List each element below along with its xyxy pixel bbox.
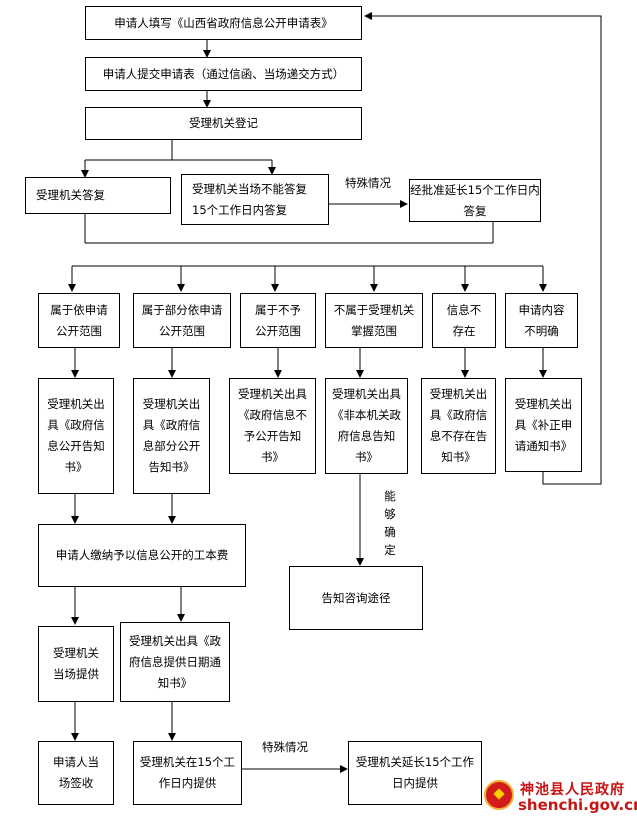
notice-not-exist: 受理机关出具《政府信息不存在告知书》: [421, 378, 496, 474]
label-special-case-1: 特殊情况: [345, 176, 391, 190]
step-extend-15: 受理机关延长15个工作日内提供: [348, 741, 482, 805]
step-extension-approved: 经批准延长15个工作日内答复: [409, 179, 541, 222]
cat-not-public: 属于不予公开范围: [240, 293, 316, 348]
cat-not-held: 不属于受理机关掌握范围: [325, 293, 423, 348]
step-provide-15: 受理机关在15个工作日内提供: [133, 741, 242, 805]
watermark-logo: 神池县人民政府 shenchi.gov.cn: [484, 776, 637, 816]
step-register: 受理机关登记: [85, 107, 362, 140]
cat-public: 属于依申请公开范围: [38, 293, 120, 348]
cat-partial: 属于部分依申请公开范围: [133, 293, 231, 348]
step-provide-onsite: 受理机关当场提供: [38, 626, 114, 702]
watermark-url: shenchi.gov.cn: [518, 796, 637, 814]
notice-supplement: 受理机关出具《补正申请通知书》: [505, 378, 582, 472]
step-no-immediate-reply: 受理机关当场不能答复 15个工作日内答复: [181, 174, 329, 225]
step-fill-form: 申请人填写《山西省政府信息公开申请表》: [85, 6, 362, 40]
cat-not-exist: 信息不存在: [432, 293, 496, 348]
notice-partial: 受理机关出具《政府信息部分公开告知书》: [133, 378, 210, 494]
step-reply: 受理机关答复: [25, 177, 171, 214]
notice-not-public: 受理机关出具《政府信息不予公开告知书》: [229, 378, 316, 474]
step-consult-path: 告知咨询途径: [289, 566, 423, 630]
step-submit-form: 申请人提交申请表（通过信函、当场递交方式）: [85, 57, 362, 91]
cat-unclear: 申请内容不明确: [505, 293, 578, 348]
step-sign-onsite: 申请人当场签收: [38, 741, 114, 805]
arrow-loop-back-to-start: [364, 12, 602, 485]
notice-public: 受理机关出具《政府信息公开告知书》: [38, 378, 114, 494]
label-can-determine: 能够确定: [384, 489, 396, 557]
label-special-case-2: 特殊情况: [262, 740, 308, 754]
emblem-icon: [484, 780, 514, 810]
step-pay-fee: 申请人缴纳予以信息公开的工本费: [38, 524, 246, 587]
notice-not-held: 受理机关出具《非本机关政府信息告知书》: [325, 378, 408, 474]
watermark-name: 神池县人民政府: [520, 782, 625, 798]
step-provide-date-notice: 受理机关出具《政府信息提供日期通知书》: [120, 622, 230, 702]
